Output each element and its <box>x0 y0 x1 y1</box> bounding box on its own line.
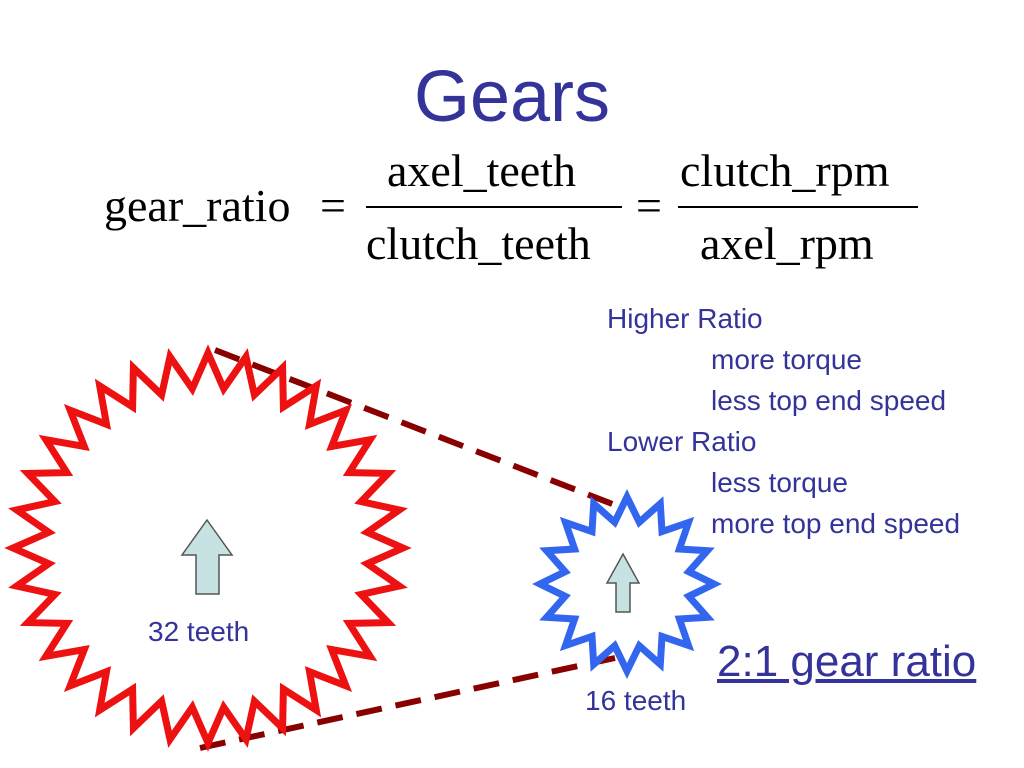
formula-equals-2: = <box>636 180 662 231</box>
fraction2-bar <box>678 206 918 208</box>
chain-top <box>213 347 617 508</box>
lower-ratio-item: more top end speed <box>711 508 961 539</box>
gear-ratio-formula: gear_ratio = axel_teeth clutch_teeth = c… <box>0 140 1024 270</box>
higher-ratio-heading: Higher Ratio <box>607 303 763 334</box>
lower-ratio-heading: Lower Ratio <box>607 426 757 457</box>
small-gear-label: 16 teeth <box>585 685 687 716</box>
fraction1-numerator: axel_teeth <box>387 145 577 196</box>
fraction2-denominator: axel_rpm <box>700 218 874 269</box>
gear-ratio-link[interactable]: 2:1 gear ratio <box>717 637 977 686</box>
slide-title: Gears <box>413 57 611 137</box>
fraction1-denominator: clutch_teeth <box>366 218 591 269</box>
lower-ratio-item: less torque <box>711 467 848 498</box>
ratio-notes: Higher Ratio more torque less top end sp… <box>607 298 960 544</box>
formula-equals-1: = <box>320 180 346 231</box>
higher-ratio-item: less top end speed <box>711 385 947 416</box>
large-gear-label: 32 teeth <box>148 616 250 647</box>
large-gear-arrow-icon <box>180 518 234 595</box>
fraction1-bar <box>366 206 622 208</box>
chain-bottom <box>199 655 616 751</box>
large-gear <box>4 344 412 752</box>
small-gear-arrow-icon <box>605 552 641 613</box>
small-gear <box>532 489 722 679</box>
higher-ratio-item: more torque <box>711 344 862 375</box>
formula-lhs: gear_ratio <box>104 180 291 231</box>
fraction2-numerator: clutch_rpm <box>680 145 890 196</box>
